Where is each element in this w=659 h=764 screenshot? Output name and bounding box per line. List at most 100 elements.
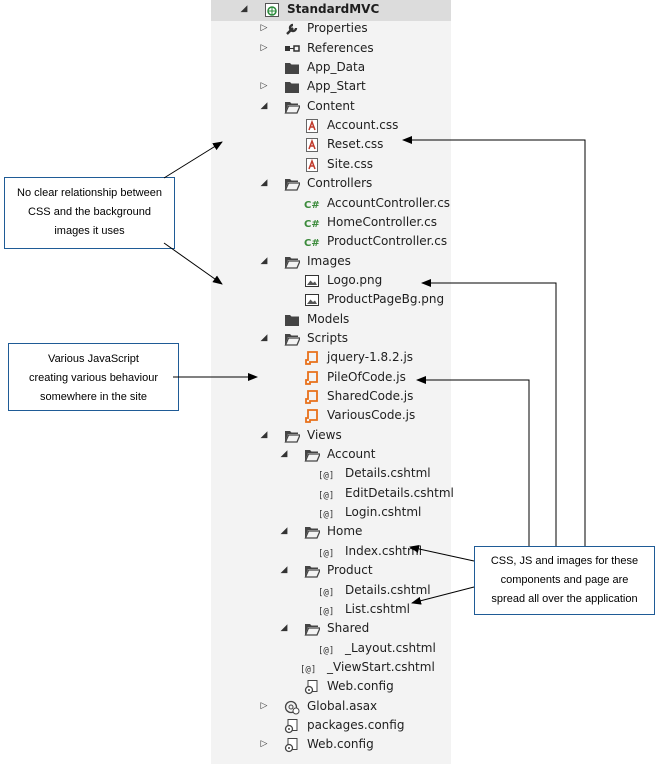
- tree-item[interactable]: [@]EditDetails.cshtml: [211, 484, 454, 505]
- tree-item[interactable]: ▷App_Start: [211, 77, 451, 96]
- expanded-arrow-icon[interactable]: ◢: [240, 4, 248, 14]
- tree-item[interactable]: Models: [211, 310, 451, 329]
- tree-item-label: Details.cshtml: [345, 583, 431, 597]
- tree-item-label: Global.asax: [307, 699, 378, 713]
- collapsed-arrow-icon[interactable]: ▷: [260, 23, 268, 33]
- css-file-icon: [304, 137, 320, 156]
- tree-item-label: Home: [327, 524, 363, 538]
- tree-item[interactable]: Logo.png: [211, 271, 451, 290]
- config-file-icon: [284, 737, 300, 756]
- wrench-icon: [284, 21, 300, 40]
- tree-item[interactable]: PileOfCode.js: [211, 368, 451, 387]
- tree-item[interactable]: [@]_Layout.cshtml: [211, 639, 451, 658]
- tree-item-label: HomeController.cs: [327, 215, 438, 229]
- folder-open-icon: [284, 254, 301, 273]
- tree-item-label: Index.cshtml: [345, 544, 423, 558]
- tree-item[interactable]: Reset.css: [211, 135, 451, 154]
- tree-item-label: Details.cshtml: [345, 466, 431, 480]
- tree-item[interactable]: [@]Login.cshtml: [211, 503, 451, 522]
- razor-file-icon: [@]: [318, 602, 334, 621]
- expanded-arrow-icon[interactable]: ◢: [280, 449, 288, 459]
- tree-item-label: Properties: [307, 21, 368, 35]
- javascript-file-icon: [304, 370, 320, 389]
- callout-comp-line-3: spread all over the application: [491, 593, 638, 605]
- tree-item[interactable]: ProductPageBg.png: [211, 290, 451, 309]
- tree-item[interactable]: ◢Shared: [211, 619, 451, 638]
- expanded-arrow-icon[interactable]: ◢: [260, 101, 268, 111]
- folder-icon: [284, 312, 300, 331]
- svg-text:[@]: [@]: [318, 607, 334, 617]
- tree-item[interactable]: Account.css: [211, 116, 451, 135]
- tree-item[interactable]: ▷ Properties: [211, 19, 451, 38]
- callout-comp-line-1: CSS, JS and images for these: [490, 555, 639, 567]
- arrow-to-logo-png: [421, 279, 557, 546]
- tree-item-label: App_Data: [307, 60, 366, 74]
- css-file-icon: [304, 118, 320, 137]
- tree-item[interactable]: ▷ References: [211, 39, 451, 58]
- folder-open-icon: [304, 621, 321, 640]
- tree-item[interactable]: C#AccountController.cs: [211, 194, 451, 213]
- collapsed-arrow-icon[interactable]: ▷: [260, 739, 268, 749]
- tree-item[interactable]: ◢Account: [211, 445, 451, 464]
- expanded-arrow-icon[interactable]: ◢: [260, 256, 268, 266]
- config-file-icon: [304, 679, 320, 698]
- callout-javascript: Various JavaScript creating various beha…: [8, 343, 179, 411]
- expanded-arrow-icon[interactable]: ◢: [260, 430, 268, 440]
- tree-item[interactable]: ◢Controllers: [211, 174, 451, 193]
- tree-item-label: StandardMVC: [287, 2, 380, 16]
- callout-css-line-2: CSS and the background: [28, 206, 151, 218]
- expanded-arrow-icon[interactable]: ◢: [260, 178, 268, 188]
- tree-item[interactable]: C# ProductController.cs: [211, 232, 451, 251]
- tree-item[interactable]: [@] _ViewStart.cshtml: [211, 658, 451, 677]
- tree-item[interactable]: packages.config: [211, 716, 451, 735]
- tree-item[interactable]: ◢Images: [211, 252, 451, 271]
- tree-item[interactable]: App_Data: [211, 58, 451, 77]
- tree-item-label: jquery-1.8.2.js: [327, 350, 414, 364]
- folder-open-icon: [304, 524, 321, 543]
- svg-text:[@]: [@]: [318, 510, 334, 520]
- expanded-arrow-icon[interactable]: ◢: [280, 565, 288, 575]
- collapsed-arrow-icon[interactable]: ▷: [260, 701, 268, 711]
- tree-item-label: Site.css: [327, 157, 373, 171]
- tree-item-label: Models: [307, 312, 350, 326]
- image-file-icon: [304, 292, 320, 311]
- tree-item[interactable]: ◢Views: [211, 426, 451, 445]
- tree-item[interactable]: [@] List.cshtml: [211, 600, 451, 619]
- svg-text:C#: C#: [304, 238, 320, 249]
- tree-item[interactable]: ◢Scripts: [211, 329, 451, 348]
- tree-item-label: Content: [307, 99, 355, 113]
- callout-comp-line-2: components and page are: [500, 574, 629, 586]
- tree-item-label: References: [307, 41, 374, 55]
- javascript-file-icon: [304, 389, 320, 408]
- expanded-arrow-icon[interactable]: ◢: [260, 333, 268, 343]
- razor-file-icon: [@]: [300, 660, 316, 679]
- expanded-arrow-icon[interactable]: ◢: [280, 623, 288, 633]
- tree-item-label: List.cshtml: [345, 602, 410, 616]
- tree-item-label: _ViewStart.cshtml: [327, 660, 435, 674]
- tree-item[interactable]: SharedCode.js: [211, 387, 451, 406]
- tree-item[interactable]: ◢ StandardMVC: [211, 0, 451, 19]
- tree-item[interactable]: jquery-1.8.2.js: [211, 348, 451, 367]
- tree-item[interactable]: [@]Index.cshtml: [211, 542, 451, 561]
- tree-item[interactable]: C# HomeController.cs: [211, 213, 451, 232]
- tree-item[interactable]: [@] Details.cshtml: [211, 464, 451, 483]
- collapsed-arrow-icon[interactable]: ▷: [260, 81, 268, 91]
- tree-item[interactable]: ▷Web.config: [211, 735, 451, 754]
- tree-item[interactable]: Web.config: [211, 677, 451, 696]
- tree-item[interactable]: ◢ Home: [211, 522, 451, 541]
- expanded-arrow-icon[interactable]: ◢: [280, 526, 288, 536]
- svg-text:C#: C#: [304, 219, 320, 230]
- tree-item-label: ProductController.cs: [327, 234, 448, 248]
- callout-css-line-1: No clear relationship between: [17, 187, 162, 199]
- svg-text:[@]: [@]: [318, 471, 334, 481]
- tree-item[interactable]: [@]Details.cshtml: [211, 581, 451, 600]
- tree-item[interactable]: VariousCode.js: [211, 406, 451, 425]
- folder-open-icon: [284, 176, 301, 195]
- tree-item[interactable]: Site.css: [211, 155, 451, 174]
- tree-item[interactable]: ▷ Global.asax: [211, 697, 451, 716]
- tree-item[interactable]: ◢ Content: [211, 97, 451, 116]
- razor-file-icon: [@]: [318, 486, 334, 505]
- folder-icon: [284, 60, 300, 79]
- tree-item[interactable]: ◢Product: [211, 561, 451, 580]
- collapsed-arrow-icon[interactable]: ▷: [260, 43, 268, 53]
